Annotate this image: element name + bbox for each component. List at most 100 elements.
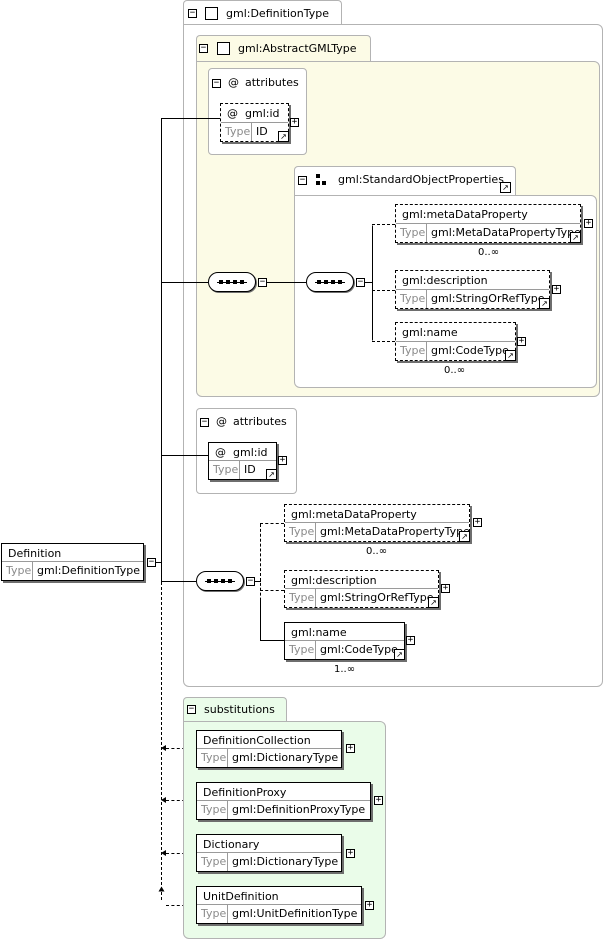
abstract-sequence-icon	[208, 272, 256, 292]
type-value: gml:DefinitionType	[37, 564, 140, 577]
goto-type-icon[interactable]: ↗	[505, 350, 516, 361]
goto-type-icon[interactable]: ↗	[266, 469, 277, 480]
arrow-icon	[161, 745, 166, 751]
substitutions-label: substitutions	[204, 703, 275, 716]
collapse-abstract-sequence-button[interactable]: −	[258, 277, 267, 287]
outer-attributes-label: attributes	[233, 415, 287, 428]
group-tab	[294, 166, 516, 196]
type-value: gml:UnitDefinitionType	[232, 907, 358, 920]
type-label: Type	[289, 525, 315, 538]
collapse-root-button[interactable]: −	[147, 557, 156, 567]
complex-type-icon	[205, 7, 218, 20]
connector	[267, 282, 306, 283]
expand-definitionproxy-button[interactable]: +	[374, 795, 383, 805]
expand-inner-attr-id-button[interactable]: +	[290, 117, 299, 127]
type-label: Type	[400, 226, 426, 239]
connector	[166, 748, 196, 749]
connector	[166, 853, 196, 854]
type-label: Type	[213, 463, 239, 476]
goto-type-icon[interactable]: ↗	[278, 131, 289, 142]
goto-type-icon[interactable]: ↗	[394, 649, 405, 660]
attr-name: gml:id	[233, 446, 268, 459]
collapse-group-sequence-button[interactable]: −	[356, 277, 365, 287]
outer-metadataproperty[interactable]: gml:metaDataProperty Type gml:MetaDataPro…	[284, 504, 470, 542]
type-value: gml:MetaDataPropertyType	[320, 525, 470, 538]
expand-inner-name-button[interactable]: +	[517, 336, 526, 346]
connector	[372, 224, 395, 225]
connector	[255, 581, 261, 582]
attributes-at-icon: @	[228, 76, 239, 89]
connector	[260, 640, 284, 641]
type-value: gml:DictionaryType	[232, 751, 339, 764]
abstract-type-name: gml:AbstractGMLType	[238, 42, 357, 55]
expand-unitdefinition-button[interactable]: +	[365, 900, 374, 910]
goto-group-icon[interactable]: ↗	[500, 182, 511, 193]
goto-type-icon[interactable]: ↗	[570, 232, 581, 243]
attributes-at-icon: @	[216, 415, 227, 428]
connector	[260, 600, 261, 640]
type-value: gml:StringOrRefType	[320, 591, 434, 604]
expand-outer-attr-id-button[interactable]: +	[278, 455, 287, 465]
element-name: DefinitionCollection	[203, 734, 311, 747]
collapse-inner-attributes-button[interactable]: −	[212, 78, 221, 88]
connector	[166, 800, 196, 801]
type-label: Type	[201, 855, 227, 868]
goto-type-icon[interactable]: ↗	[539, 298, 550, 309]
type-value: gml:CodeType	[431, 344, 509, 357]
expand-dictionary-button[interactable]: +	[346, 848, 355, 858]
connector	[372, 341, 395, 342]
type-label: Type	[400, 292, 426, 305]
at-icon: @	[227, 107, 238, 120]
outer-metadataproperty-cardinality: 0..∞	[366, 546, 388, 557]
type-value: gml:StringOrRefType	[431, 292, 545, 305]
element-name: gml:metaDataProperty	[402, 208, 528, 221]
connector	[161, 455, 208, 456]
type-label: Type	[225, 125, 251, 138]
outer-sequence-icon	[196, 571, 244, 591]
collapse-definitiontype-button[interactable]: −	[188, 8, 197, 18]
goto-type-icon[interactable]: ↗	[459, 531, 470, 542]
inner-name-cardinality: 0..∞	[444, 365, 466, 376]
substitutions-tab	[183, 697, 287, 722]
expand-outer-name-button[interactable]: +	[406, 635, 415, 645]
inner-metadataproperty-cardinality: 0..∞	[478, 247, 500, 258]
element-name: gml:metaDataProperty	[291, 508, 417, 521]
connector	[156, 562, 162, 563]
collapse-group-button[interactable]: −	[298, 175, 307, 185]
element-name: Definition	[8, 547, 62, 560]
goto-type-icon[interactable]: ↗	[428, 597, 439, 608]
expand-outer-description-button[interactable]: +	[441, 583, 450, 593]
connector	[260, 590, 284, 591]
collapse-outer-attributes-button[interactable]: −	[200, 417, 209, 427]
element-name: Dictionary	[203, 838, 260, 851]
collapse-substitutions-button[interactable]: −	[187, 704, 196, 714]
element-name: gml:description	[402, 274, 488, 287]
type-label: Type	[289, 591, 315, 604]
at-icon: @	[215, 446, 226, 459]
connector	[260, 524, 261, 630]
collapse-outer-sequence-button[interactable]: −	[246, 576, 255, 586]
connector	[166, 905, 196, 906]
abstract-type-icon	[217, 42, 230, 55]
collapse-abstractgmltype-button[interactable]: −	[199, 43, 208, 53]
attr-name: gml:id	[245, 107, 280, 120]
expand-outer-metadataproperty-button[interactable]: +	[473, 517, 482, 527]
expand-inner-description-button[interactable]: +	[552, 284, 561, 294]
expand-inner-metadataproperty-button[interactable]: +	[584, 218, 593, 228]
choice-connector	[372, 225, 373, 341]
expand-definitioncollection-button[interactable]: +	[346, 743, 355, 753]
type-label: Type	[400, 344, 426, 357]
type-value: gml:DefinitionProxyType	[232, 803, 366, 816]
